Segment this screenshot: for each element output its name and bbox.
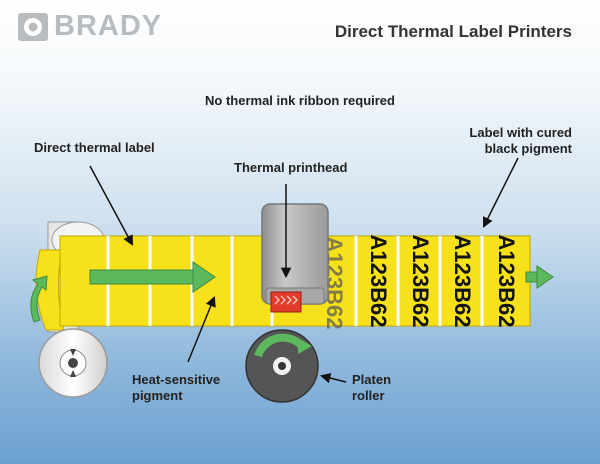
pointer-heat-pigment	[187, 296, 216, 363]
thermal-printhead	[261, 203, 329, 313]
exit-arrow-icon	[525, 265, 554, 289]
callout-pigment-line2: pigment	[132, 388, 183, 403]
platen-roller	[245, 329, 319, 403]
pointer-direct-label	[89, 165, 133, 246]
printed-label-3: A123B62	[408, 235, 433, 328]
brady-logo: BRADY	[18, 12, 162, 41]
printed-label-2: A123B62	[366, 235, 391, 328]
callout-cured-line1: Label with cured	[469, 125, 572, 140]
callout-platen-line1: Platen	[352, 372, 392, 387]
callout-heat-sensitive-pigment: Heat-sensitive pigment	[132, 372, 220, 404]
page-title: Direct Thermal Label Printers	[334, 22, 572, 41]
callout-direct-thermal-label: Direct thermal label	[34, 140, 155, 155]
printed-label-4: A123B62	[450, 235, 475, 328]
callout-platen-roller: Platen roller	[352, 372, 391, 404]
pointer-platen	[319, 372, 347, 384]
rotation-arrow-icon	[30, 275, 48, 323]
callout-platen-line2: roller	[352, 388, 385, 403]
feed-arrow-icon	[89, 261, 216, 293]
printed-labels: A123B62 A123B62 A123B62 A123B62 A123B62	[322, 235, 519, 330]
callout-cured-line2: black pigment	[484, 141, 572, 156]
printed-label-5: A123B62	[494, 235, 519, 328]
callout-cured-label: Label with cured black pigment	[469, 125, 572, 157]
callout-thermal-printhead: Thermal printhead	[234, 160, 348, 175]
brand-name: BRADY	[54, 10, 163, 42]
supply-roll-front	[38, 328, 108, 398]
pointer-cured-label	[483, 157, 519, 228]
ribbon-note: No thermal ink ribbon required	[205, 93, 395, 108]
brady-logo-icon	[18, 12, 48, 41]
callout-pigment-line1: Heat-sensitive	[132, 372, 221, 387]
platen-arrow-icon	[298, 338, 312, 354]
